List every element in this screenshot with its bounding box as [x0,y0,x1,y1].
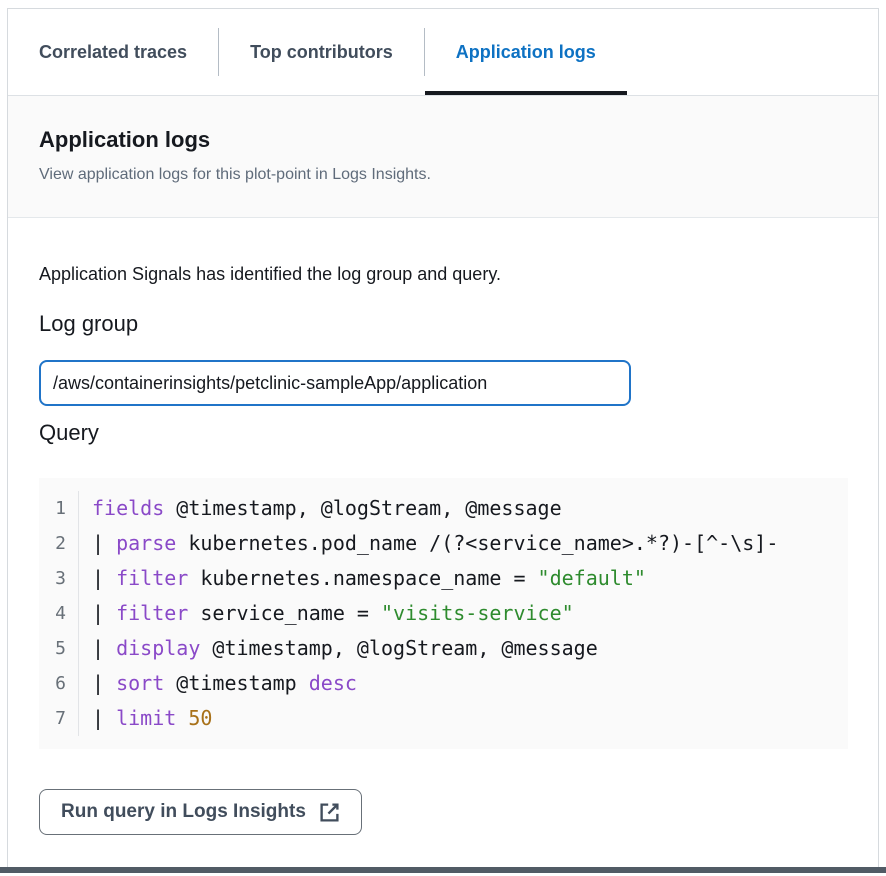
code-lines: fields @timestamp, @logStream, @message |… [79,491,848,736]
run-query-button[interactable]: Run query in Logs Insights [39,789,362,835]
run-query-button-label: Run query in Logs Insights [61,801,306,822]
code-line-number: 3 [55,568,66,589]
code-line-number: 4 [55,603,66,624]
code-line: | filter service_name = "visits-service" [92,601,574,625]
application-logs-panel: Correlated traces Top contributors Appli… [7,8,879,867]
tab-bar: Correlated traces Top contributors Appli… [8,9,878,96]
panel-subtitle: View application logs for this plot-poin… [39,166,431,183]
code-line: | display @timestamp, @logStream, @messa… [92,636,598,660]
code-line: | parse kubernetes.pod_name /(?<service_… [92,531,779,555]
code-line: | filter kubernetes.namespace_name = "de… [92,566,646,590]
code-line: fields @timestamp, @logStream, @message [92,496,562,520]
tab-correlated-traces[interactable]: Correlated traces [39,41,188,62]
tab-divider [218,28,220,76]
code-line: | sort @timestamp desc [92,671,357,695]
code-line-number: 5 [55,638,66,659]
code-line-number: 6 [55,673,66,694]
code-line: | limit 50 [92,706,213,730]
tab-divider [423,28,425,76]
query-heading: Query [39,420,99,445]
code-line-number: 2 [55,533,66,554]
panel-header: Application logs View application logs f… [8,96,878,218]
external-link-icon [319,802,340,823]
query-code-block: 1 2 3 4 5 6 7 fields @timestamp, @logStream, @… [39,478,848,749]
code-line-number: 1 [55,498,66,519]
tab-application-logs[interactable]: Application logs [425,9,627,95]
panel-title: Application logs [39,127,211,152]
tab-top-contributors[interactable]: Top contributors [250,41,393,62]
code-line-numbers: 1 2 3 4 5 6 7 [39,491,79,736]
code-line-number: 7 [55,708,66,729]
log-group-heading: Log group [39,311,139,336]
description-text: Application Signals has identified the l… [39,264,501,284]
log-group-input[interactable] [39,360,631,406]
panel-content: Application Signals has identified the l… [8,218,878,835]
bottom-divider [0,867,886,873]
